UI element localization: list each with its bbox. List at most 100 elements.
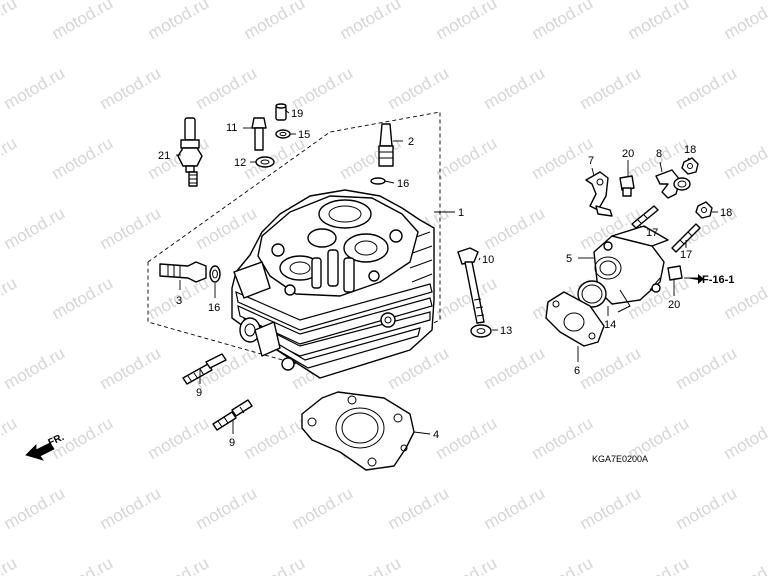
callout-numbers: 21 11 12 19 15 2 16 1 3 16 9 9 10 13 4 5…: [158, 108, 732, 449]
watermark-text: motod.ru: [1, 343, 69, 393]
callout-16-lower: 16: [208, 302, 220, 314]
watermark-text: motod.ru: [577, 343, 645, 393]
watermark-text: motod.ru: [481, 343, 549, 393]
callout-5: 5: [566, 253, 572, 265]
watermark-text: motod.ru: [721, 133, 768, 183]
callout-9-upper: 9: [196, 387, 202, 399]
watermark-text: motod.ru: [97, 63, 165, 113]
dowel-pin-19: [275, 103, 291, 139]
bolt-20-upper: [619, 175, 635, 197]
watermark-text: motod.ru: [481, 203, 549, 253]
callout-18-lower: 18: [720, 207, 732, 219]
callout-11: 11: [226, 122, 237, 134]
callout-19: 19: [291, 108, 303, 120]
cylinder-head: [231, 189, 435, 379]
watermark-text: motod.ru: [433, 413, 501, 463]
callout-13: 13: [500, 325, 512, 337]
diagram-code: KGA7E0200A: [592, 454, 648, 464]
watermark-text: motod.ru: [721, 413, 768, 463]
watermark-text: motod.ru: [385, 63, 453, 113]
watermark-text: motod.ru: [529, 0, 597, 43]
watermark-text: motod.ru: [433, 133, 501, 183]
callout-9-lower: 9: [229, 437, 235, 449]
watermark-text: motod.ru: [337, 553, 405, 576]
watermark-text: motod.ru: [0, 273, 20, 323]
callout-4: 4: [433, 429, 439, 441]
watermark-text: motod.ru: [673, 63, 741, 113]
watermark-text: motod.ru: [721, 553, 768, 576]
watermark-text: motod.ru: [385, 483, 453, 533]
watermark-text: motod.ru: [0, 413, 20, 463]
callout-20-upper: 20: [622, 148, 634, 160]
watermark-text: motod.ru: [241, 553, 309, 576]
watermark-text: motod.ru: [529, 553, 597, 576]
watermark-text: motod.ru: [673, 483, 741, 533]
spark-plug: [177, 117, 203, 187]
callout-17-lower: 17: [680, 249, 692, 261]
callout-14: 14: [604, 319, 616, 331]
callout-8: 8: [656, 148, 662, 160]
watermark-text: motod.ru: [193, 203, 261, 253]
watermark-text: motod.ru: [193, 483, 261, 533]
callout-18-upper: 18: [684, 144, 696, 156]
clamp-7: [585, 171, 613, 217]
callout-15: 15: [298, 129, 310, 141]
nut-18-lower: [695, 201, 713, 219]
callout-16-upper: 16: [397, 178, 409, 190]
callout-1: 1: [458, 207, 464, 219]
watermark-text: motod.ru: [721, 0, 768, 43]
watermark-text: motod.ru: [337, 0, 405, 43]
watermark-text: motod.ru: [625, 0, 693, 43]
watermark-text: motod.ru: [577, 63, 645, 113]
bolt-10: [457, 247, 492, 338]
watermark-text: motod.ru: [49, 133, 117, 183]
watermark-text: motod.ru: [481, 483, 549, 533]
callout-2: 2: [408, 136, 414, 148]
watermark-text: motod.ru: [49, 0, 117, 43]
watermark-text: motod.ru: [289, 483, 357, 533]
watermark-text: motod.ru: [289, 63, 357, 113]
stud-17-upper: [631, 205, 659, 229]
stud-17-lower: [671, 223, 701, 253]
watermark-text: motod.ru: [673, 343, 741, 393]
watermark-text: motod.ru: [0, 0, 20, 43]
watermark-text: motod.ru: [145, 133, 213, 183]
bolt-20-lower: [667, 265, 683, 281]
callout-17-upper: 17: [646, 227, 658, 239]
watermark-text: motod.ru: [1, 203, 69, 253]
watermark-text: motod.ru: [481, 63, 549, 113]
callout-12: 12: [234, 157, 246, 169]
nut-18-upper: [681, 157, 699, 175]
watermark-text: motod.ru: [529, 413, 597, 463]
watermark-text: motod.ru: [0, 133, 20, 183]
watermark-text: motod.ru: [145, 0, 213, 43]
watermark-text: motod.ru: [145, 553, 213, 576]
watermark-text: motod.ru: [49, 553, 117, 576]
watermark-text: motod.ru: [97, 203, 165, 253]
watermark-text: motod.ru: [97, 343, 165, 393]
bolt-11: [251, 117, 275, 168]
watermark-text: motod.ru: [241, 0, 309, 43]
watermark-text: motod.ru: [49, 273, 117, 323]
callout-3: 3: [176, 295, 182, 307]
stud-9-upper: [182, 353, 227, 385]
watermark-text: motod.ru: [1, 63, 69, 113]
stud-9-lower: [212, 399, 253, 431]
callout-6: 6: [574, 365, 580, 377]
callout-20-lower: 20: [668, 299, 680, 311]
watermark-text: motod.ru: [433, 553, 501, 576]
watermark-text: motod.ru: [0, 553, 20, 576]
insulator-5: [593, 225, 669, 313]
callout-21: 21: [158, 150, 170, 162]
watermark-text: motod.ru: [145, 413, 213, 463]
watermark-text: motod.ru: [1, 483, 69, 533]
watermark-text: motod.ru: [433, 0, 501, 43]
head-gasket: [301, 391, 415, 471]
gasket-6: [545, 291, 605, 347]
o-ring-14: [577, 280, 607, 308]
watermark-text: motod.ru: [625, 553, 693, 576]
reference-arrow: F-16-1: [686, 274, 734, 286]
watermark-text: motod.ru: [577, 483, 645, 533]
cap-3: [159, 261, 221, 283]
